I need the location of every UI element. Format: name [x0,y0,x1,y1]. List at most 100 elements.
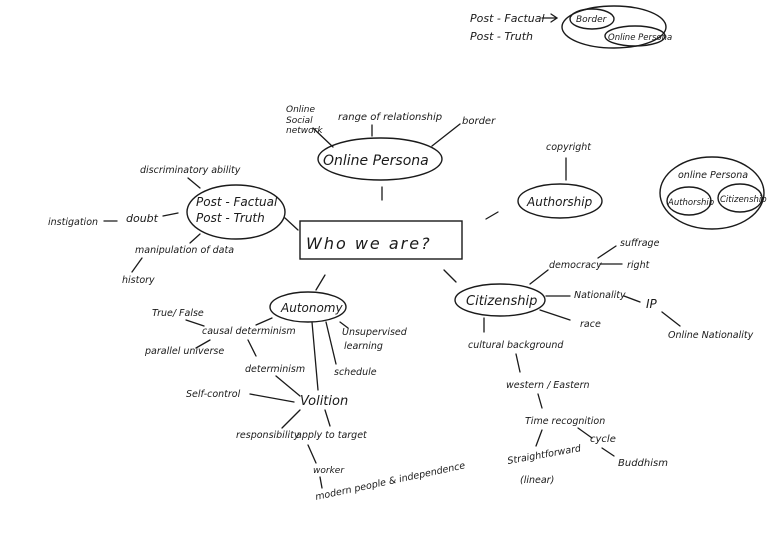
instigation-label: instigation [48,217,98,228]
link-discriminatory [187,177,201,189]
link-worker [307,444,317,464]
link-center-autonomy [315,274,326,291]
link-schedule [325,321,337,365]
unsupervised-label-2: learning [344,341,383,352]
link-border [431,123,461,147]
true-false-label: True/ False [152,308,204,319]
link-unsupervised [339,321,349,329]
link-osn [312,127,334,148]
note-online-persona-ellipse [604,25,666,47]
causal-determinism: causal determinism [202,326,296,337]
border-label: border [462,116,496,127]
buddhism-label: Buddhism [618,458,668,469]
top-note: Post - Factual Post - Truth Border Onlin… [470,5,672,49]
link-center-pf [284,217,299,231]
responsibility-label: responsibility [236,430,300,441]
democracy-label: democracy [549,260,602,271]
link-parallel [195,339,211,349]
schedule-label: schedule [334,367,377,378]
unsupervised-label-1: Unsupervised [342,327,408,338]
venn-authorship: Authorship [667,198,714,208]
venn-citizenship: Citizenship [720,195,767,205]
post-factual-ellipse [186,184,286,240]
venn-online-persona: online Persona [678,170,748,181]
worker-label: worker [313,466,345,476]
online-social-network-3: network [286,126,323,136]
link-self-control [249,393,295,403]
parallel-universe: parallel universe [144,346,224,357]
link-ip [623,295,641,303]
link-modern [319,476,323,489]
suffrage-label: suffrage [620,238,660,249]
history-label: history [122,275,155,286]
nationality-label: Nationality [574,290,626,301]
center-title: Who we are? [306,234,432,253]
link-autonomy-volition [311,321,319,391]
link-democracy [529,269,549,285]
cycle-label: cycle [590,434,616,445]
autonomy-label: Autonomy [280,301,343,315]
citizenship-label: Citizenship [466,294,537,309]
volition-label: Volition [300,394,348,409]
center-box [299,220,463,260]
link-true-false [185,319,205,327]
western-eastern-label: western / Eastern [506,380,590,391]
online-social-network-2: Social [286,116,313,126]
venn-authorship-circle [666,186,712,216]
online-nationality-label: Online Nationality [668,330,754,341]
link-straightforward [535,429,543,447]
link-center-citizenship [443,269,457,283]
post-truth-label: Post - Truth [196,211,265,225]
link-race [539,309,571,321]
link-doubt [162,212,179,217]
link-manipulation [189,233,201,244]
arrow-icon [541,13,559,23]
online-persona-label: Online Persona [323,153,429,169]
self-control-label: Self-control [186,389,241,400]
note-post-factual: Post - Factual [470,12,545,25]
apply-to-target-label: apply to target [296,430,368,441]
link-history [131,257,143,273]
link-western [515,353,521,373]
link-suffrage [597,245,617,259]
link-causal [255,317,273,326]
online-social-network-1: Online [286,105,315,115]
authorship-label: Authorship [526,195,593,209]
time-recognition-label: Time recognition [525,416,605,427]
doubt-label: doubt [126,212,159,225]
straightforward-label-1: Straightforward [507,443,583,467]
note-outer-ellipse [561,5,667,49]
right-label: right [627,260,651,271]
citizenship-ellipse [454,283,546,317]
link-center-auth [485,211,499,220]
note-online-persona-label: Online Persona [608,33,672,43]
ip-label: IP [646,297,658,311]
link-time [537,393,543,409]
autonomy-ellipse [269,291,347,323]
side-venn: online Persona Authorship Citizenship [659,156,767,230]
straightforward-label-2: (linear) [520,475,554,486]
link-responsibility [281,409,301,429]
link-cycle [577,427,593,439]
venn-citizenship-circle [717,183,763,213]
link-buddhism [601,447,615,457]
venn-outer [659,156,765,230]
note-border-ellipse [569,8,615,30]
determinism-label: determinism [245,364,305,375]
discriminatory-ability: discriminatory ability [140,165,241,176]
post-factual-label: Post - Factual [196,195,278,209]
manipulation-of-data: manipulation of data [135,245,234,256]
note-border-label: Border [576,15,608,25]
copyright-label: copyright [546,142,592,153]
link-determinism-up [247,339,257,357]
range-of-relationship: range of relationship [338,112,442,123]
link-online-nationality [661,311,681,327]
link-determinism-volition [275,375,301,397]
link-apply [324,409,331,427]
race-label: race [580,319,601,330]
online-persona-ellipse [317,137,443,181]
cultural-background-label: cultural background [468,340,564,351]
note-post-truth: Post - Truth [470,30,533,43]
authorship-ellipse [517,183,603,219]
